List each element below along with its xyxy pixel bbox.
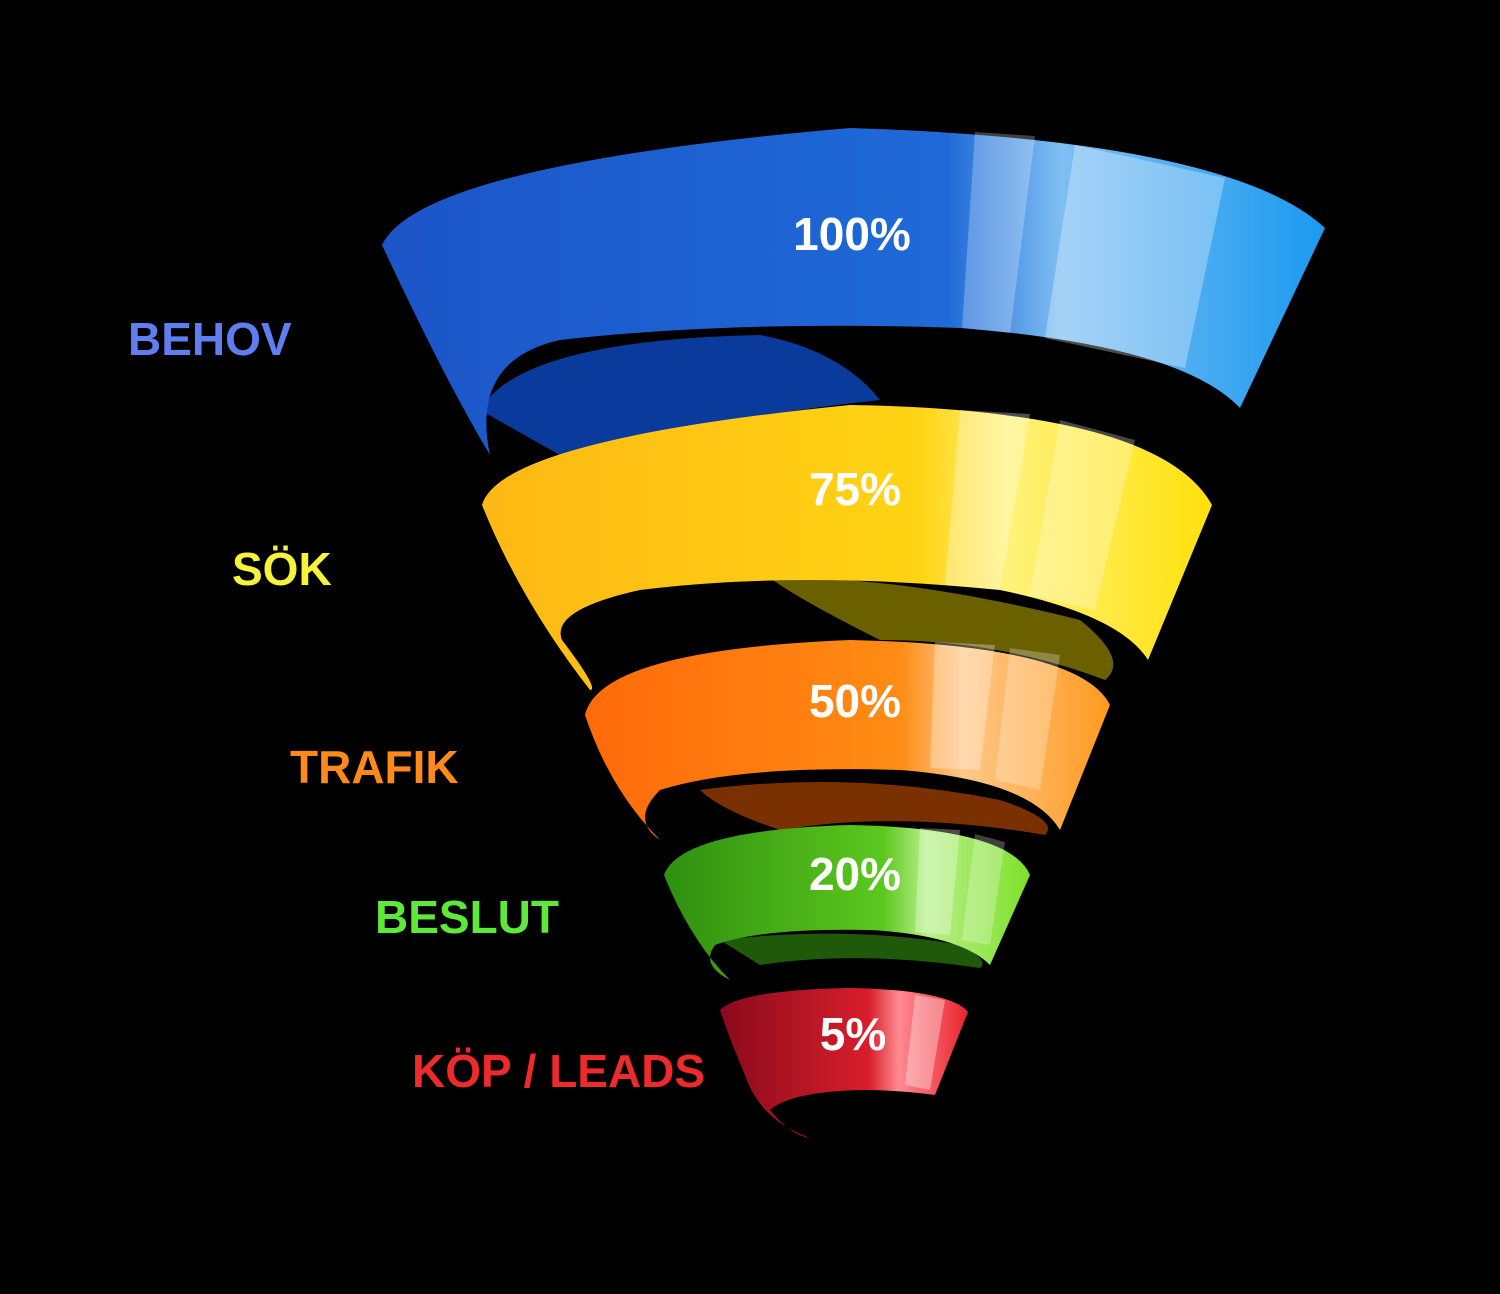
stage-value-beslut: 20% [809, 848, 901, 900]
band-trafik [585, 640, 1110, 840]
band-behov [382, 128, 1325, 455]
band-sok [482, 405, 1212, 690]
band-inner-behov [480, 335, 880, 455]
funnel-stage-sok: 75% SÖK [232, 405, 1212, 690]
band-shine2-trafik [995, 648, 1060, 790]
stage-value-behov: 100% [793, 208, 911, 260]
band-shine-behov [962, 132, 1035, 333]
band-inner-beslut [720, 933, 983, 968]
funnel-stage-trafik: 50% TRAFIK [290, 640, 1110, 840]
stage-label-sok: SÖK [232, 543, 332, 595]
band-shine2-beslut [962, 834, 1005, 945]
band-shine-beslut [915, 828, 960, 935]
band-shine-sok [945, 410, 1030, 590]
band-shine-kop-leads [905, 995, 945, 1090]
stage-label-kop-leads: KÖP / LEADS [412, 1045, 705, 1097]
stage-value-trafik: 50% [809, 675, 901, 727]
band-shine2-sok [1030, 420, 1135, 610]
stage-value-sok: 75% [809, 463, 901, 515]
stage-value-kop-leads: 5% [820, 1008, 886, 1060]
band-inner-trafik [700, 782, 1048, 835]
band-inner-sok [770, 577, 1114, 680]
funnel-stage-behov: 100% BEHOV [128, 128, 1325, 455]
band-shine2-behov [1045, 145, 1225, 368]
funnel-stage-kop-leads: 5% KÖP / LEADS [412, 988, 968, 1138]
band-kop-leads [720, 988, 968, 1138]
stage-label-behov: BEHOV [128, 313, 292, 365]
band-shine-trafik [930, 642, 995, 770]
funnel-stage-beslut: 20% BESLUT [375, 825, 1030, 980]
stage-label-beslut: BESLUT [375, 891, 559, 943]
stage-label-trafik: TRAFIK [290, 741, 459, 793]
band-beslut [664, 825, 1030, 980]
